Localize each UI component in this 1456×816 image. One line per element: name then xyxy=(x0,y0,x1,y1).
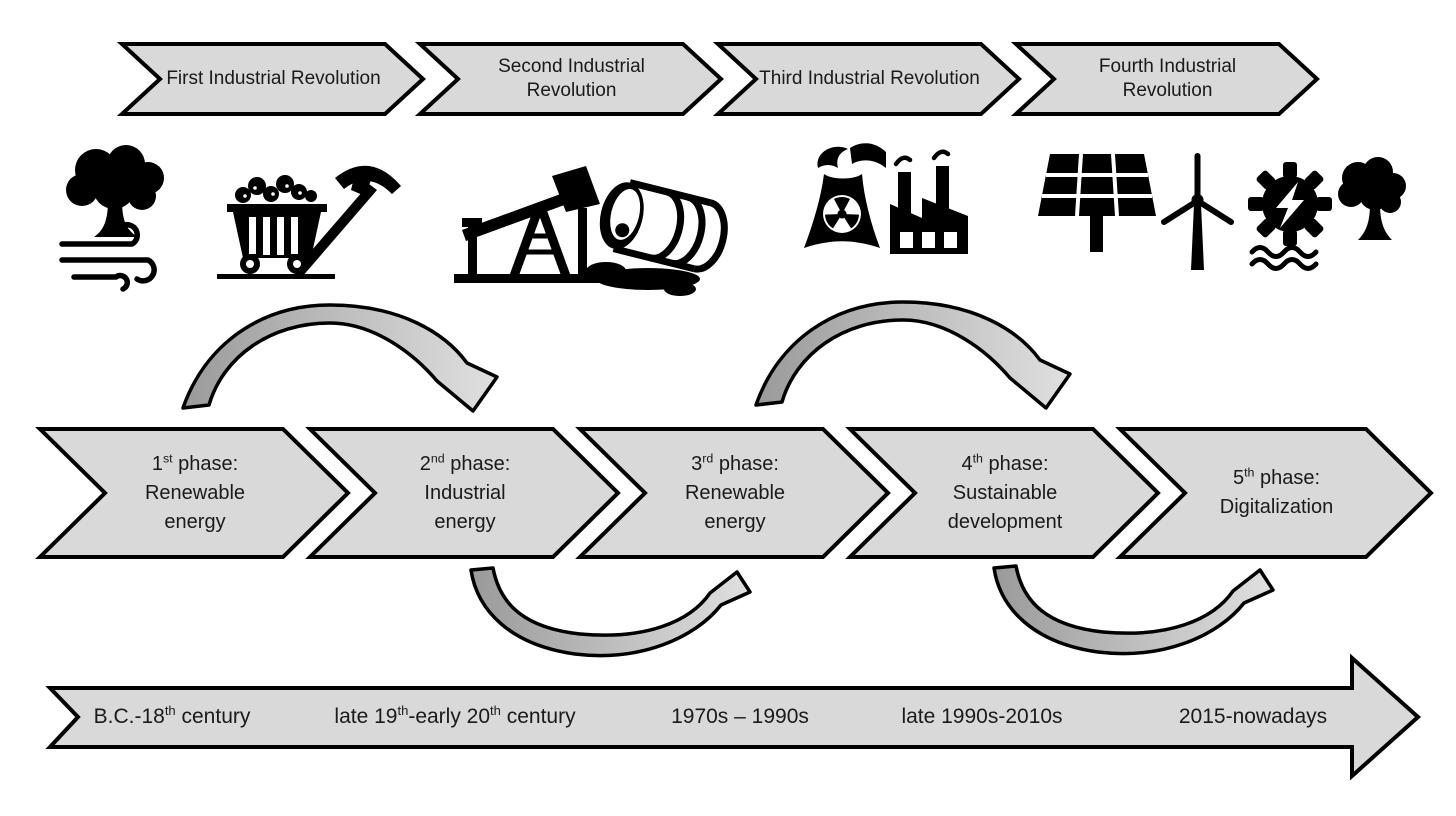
banner-label: Third Industrial Revolution xyxy=(759,68,980,89)
wind-turbine-icon xyxy=(1161,153,1234,270)
banner-label: Fourth Industrial Revolution xyxy=(1098,56,1237,101)
phase-line-1: 3rd phase: xyxy=(691,450,779,475)
tree-icon xyxy=(1338,157,1406,240)
timeline-label-1: B.C.-18th century xyxy=(93,703,251,728)
oil-spill-icon xyxy=(586,262,700,296)
wind-icon xyxy=(59,221,157,292)
phase-line-2: Renewable xyxy=(144,481,246,504)
factory-icon xyxy=(890,149,968,254)
phase-line-2: Industrial xyxy=(424,481,506,504)
chevron-phase-shape xyxy=(1115,427,1434,559)
phase-2-industrial-energy: 2nd phase: Industrial energy xyxy=(305,427,621,559)
water-waves-icon xyxy=(1249,245,1319,271)
phase-line-2: Renewable xyxy=(684,481,786,504)
coal-cart-icon xyxy=(217,175,335,279)
phase-line-1: 4th phase: xyxy=(961,450,1049,475)
icon-group-coal-mining xyxy=(217,165,401,279)
chevron-banner-shape xyxy=(414,42,724,116)
timeline-label-3: 1970s – 1990s xyxy=(671,705,809,728)
pickaxe-icon xyxy=(293,165,401,277)
phase-line-3: energy xyxy=(704,510,766,533)
curved-arrow-phase4-to-phase5 xyxy=(992,564,1275,656)
chevron-phase-shape xyxy=(35,427,351,559)
phase-line-2: Sustainable xyxy=(952,481,1058,504)
phase-5-digitalization: 5th phase: Digitalization xyxy=(1115,427,1434,559)
oil-pumpjack-icon xyxy=(454,166,604,283)
chevron-phase-shape xyxy=(575,427,891,559)
phase-line-3: energy xyxy=(164,510,226,533)
banner-label: Second Industrial Revolution xyxy=(498,56,645,101)
icon-group-nuclear-and-industry xyxy=(804,143,968,254)
icon-group-oil xyxy=(454,166,728,296)
nuclear-plant-icon xyxy=(804,143,886,248)
chevron-phase-shape xyxy=(305,427,621,559)
timeline-arrow xyxy=(45,653,1422,781)
curved-arrow-phase3-to-phase4 xyxy=(754,300,1072,410)
chevron-banner-shape xyxy=(712,42,1022,116)
phase-label: 1st phase: Renewable energy xyxy=(102,427,288,559)
phase-line-1: 1st phase: xyxy=(151,450,239,475)
phase-line-2: Digitalization xyxy=(1219,496,1334,518)
curved-arrow-phase1-to-phase2 xyxy=(181,303,499,413)
curved-arrow-phase2-to-phase3 xyxy=(469,566,752,658)
phase-3-renewable-energy: 3rd phase: Renewable energy xyxy=(575,427,891,559)
timeline-label-4: late 1990s-2010s xyxy=(901,705,1063,728)
timeline-label-5: 2015-nowadays xyxy=(1178,705,1328,728)
phase-line-1: 2nd phase: xyxy=(419,450,511,475)
solar-panel-icon xyxy=(1038,153,1156,252)
banner-fourth-industrial-revolution: Fourth Industrial Revolution xyxy=(1010,42,1320,116)
banner-second-industrial-revolution: Second Industrial Revolution xyxy=(414,42,724,116)
lightning-bolt-icon xyxy=(1276,182,1304,228)
phase-label: 3rd phase: Renewable energy xyxy=(642,427,828,559)
phase-1-renewable-energy: 1st phase: Renewable energy xyxy=(35,427,351,559)
phase-line-3: energy xyxy=(434,510,496,533)
phase-label: 2nd phase: Industrial energy xyxy=(372,427,558,559)
banner-label: First Industrial Revolution xyxy=(166,68,381,89)
phase-label: 4th phase: Sustainable development xyxy=(912,427,1098,559)
icon-group-renewables xyxy=(1038,153,1406,271)
phase-label: 5th phase: Digitalization xyxy=(1182,427,1371,559)
hydro-power-icon xyxy=(1248,162,1332,271)
phase-4-sustainable-development: 4th phase: Sustainable development xyxy=(845,427,1161,559)
phase-line-1: 5th phase: xyxy=(1232,465,1321,489)
phase-line-3: development xyxy=(947,510,1063,533)
oil-barrel-icon xyxy=(586,179,728,296)
icon-group-wood-and-wind xyxy=(59,145,164,292)
timeline-label-2: late 19th-early 20th century xyxy=(334,703,576,728)
chevron-banner-shape xyxy=(116,42,426,116)
tree-icon xyxy=(66,145,164,237)
banner-third-industrial-revolution: Third Industrial Revolution xyxy=(712,42,1022,116)
banner-first-industrial-revolution: First Industrial Revolution xyxy=(116,42,426,116)
chevron-phase-shape xyxy=(845,427,1161,559)
chevron-banner-shape xyxy=(1010,42,1320,116)
